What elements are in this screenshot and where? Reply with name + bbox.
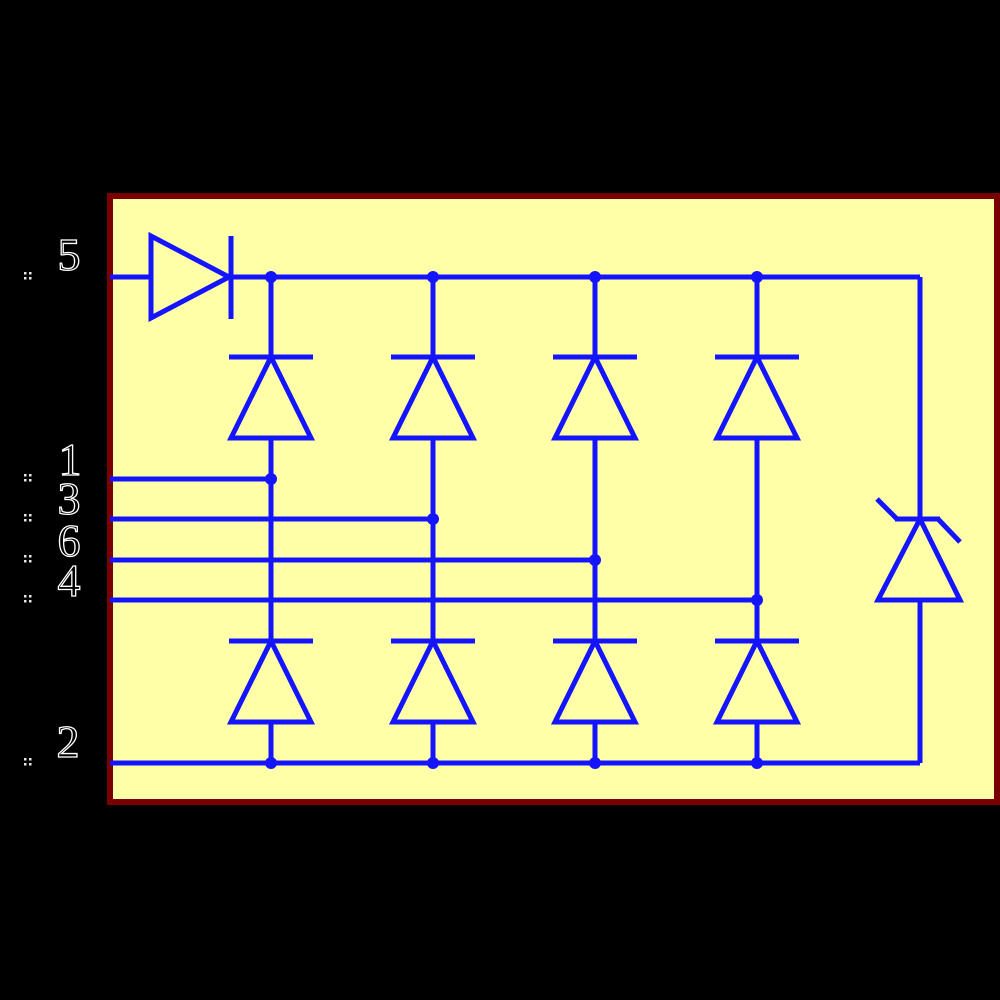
pin-1-marks-icon — [24, 474, 32, 482]
schematic-sheet — [107, 193, 1000, 805]
pin-4-marks-icon — [24, 595, 32, 603]
pin-5: 5 — [24, 228, 151, 281]
junction-dot — [751, 594, 763, 606]
pin-5-label: 5 — [58, 229, 81, 280]
junction-dot — [265, 757, 277, 769]
pin-3-marks-icon — [24, 514, 32, 522]
rectifier-column-3 — [553, 277, 637, 763]
junction-dot — [265, 473, 277, 485]
junction-dot — [589, 554, 601, 566]
pin-1-label: 1 — [59, 434, 82, 485]
zener-left-hook — [875, 497, 899, 521]
rectifier-column-1 — [229, 277, 313, 763]
pin-6-marks-icon — [24, 555, 32, 563]
pin-4-label: 4 — [58, 555, 81, 606]
pin-5-marks-icon — [24, 272, 32, 280]
pin-2-label: 2 — [57, 716, 80, 767]
junction-dot — [427, 513, 439, 525]
zener-right-hook — [936, 517, 962, 544]
junction-dot — [751, 757, 763, 769]
zener-diode-leg — [873, 277, 965, 763]
junction-dot — [589, 271, 601, 283]
pin-1: 1 — [24, 433, 271, 486]
junction-dots — [265, 271, 763, 769]
pin-6-label: 6 — [58, 515, 81, 566]
pin-2-marks-icon — [24, 758, 32, 766]
pin-6: 6 — [24, 514, 595, 567]
pin-3-label: 3 — [58, 473, 81, 524]
rectifier-column-2 — [391, 277, 475, 763]
rectifier-column-4 — [715, 277, 799, 763]
junction-dot — [427, 757, 439, 769]
junction-dot — [589, 757, 601, 769]
junction-dot — [265, 271, 277, 283]
junction-dot — [751, 271, 763, 283]
series-diode-triangle — [148, 231, 235, 323]
pin-2: 2 — [24, 715, 920, 768]
junction-dot — [427, 271, 439, 283]
